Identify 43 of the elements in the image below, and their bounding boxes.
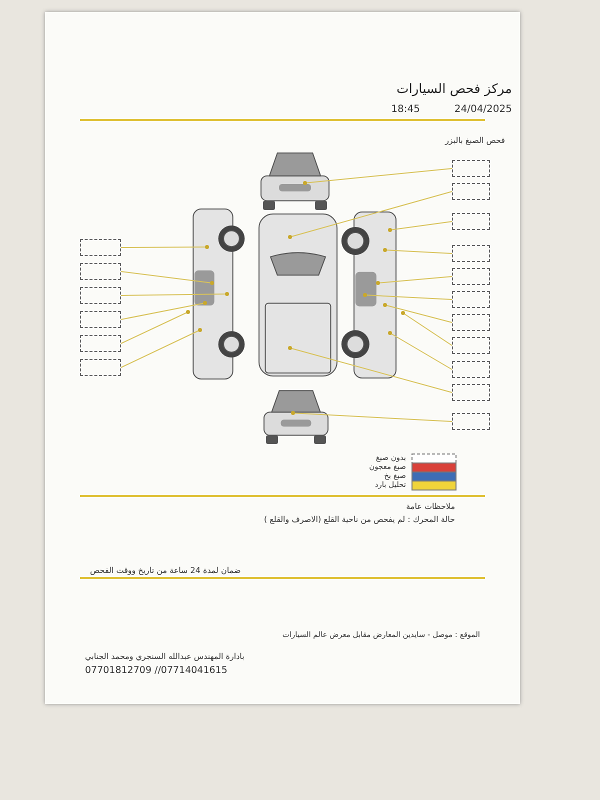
guarantee-text: ضمان لمدة 24 ساعة من تاريخ ووقت الفحص bbox=[90, 566, 241, 575]
empty-dashed-box bbox=[80, 239, 121, 256]
leader-line bbox=[120, 271, 214, 285]
leader-line bbox=[120, 310, 190, 344]
empty-dashed-box bbox=[80, 335, 121, 352]
empty-dashed-box bbox=[452, 183, 490, 200]
empty-dashed-box bbox=[452, 160, 490, 177]
empty-dashed-box bbox=[452, 268, 490, 285]
empty-dashed-box bbox=[80, 287, 121, 304]
leader-line bbox=[383, 248, 452, 254]
leader-line bbox=[388, 331, 452, 370]
leader-line bbox=[288, 346, 452, 393]
leader-line bbox=[388, 221, 452, 232]
empty-dashed-box bbox=[452, 245, 490, 262]
leader-line bbox=[120, 328, 202, 368]
note-text: حالة المحرك : لم يفحص من ناحية القلع (الاصرف والقلع ) bbox=[264, 515, 455, 524]
empty-dashed-box bbox=[452, 291, 490, 308]
empty-dashed-box bbox=[452, 314, 490, 331]
leader-line bbox=[288, 191, 452, 239]
empty-dashed-box bbox=[452, 337, 490, 354]
notes-heading: ملاحظات عامة bbox=[406, 502, 455, 511]
leader-line bbox=[383, 303, 452, 323]
management-text: بادارة المهندس عبدالله السنجري ومحمد الجنابي bbox=[85, 652, 244, 661]
time-text: 18:45 bbox=[391, 104, 420, 115]
empty-dashed-box bbox=[452, 384, 490, 401]
leader-line bbox=[376, 276, 452, 285]
empty-dashed-box bbox=[452, 361, 490, 378]
date-text: 24/04/2025 bbox=[454, 104, 512, 115]
leader-line bbox=[291, 411, 452, 422]
leader-line bbox=[120, 292, 229, 296]
empty-dashed-box bbox=[452, 413, 490, 430]
leader-line bbox=[363, 293, 452, 300]
empty-dashed-box bbox=[80, 311, 121, 328]
section-heading: فحص الصبغ بالبزر bbox=[445, 136, 505, 145]
empty-dashed-box bbox=[80, 359, 121, 376]
leader-line bbox=[120, 245, 209, 249]
leader-line bbox=[401, 311, 452, 346]
empty-dashed-box bbox=[452, 213, 490, 230]
phone-numbers: 07701812709 //07714041615 bbox=[85, 665, 228, 676]
leader-line bbox=[303, 168, 452, 185]
report-title: مركز فحص السيارات bbox=[396, 82, 512, 97]
empty-dashed-box bbox=[80, 263, 121, 280]
leader-line bbox=[120, 301, 207, 320]
